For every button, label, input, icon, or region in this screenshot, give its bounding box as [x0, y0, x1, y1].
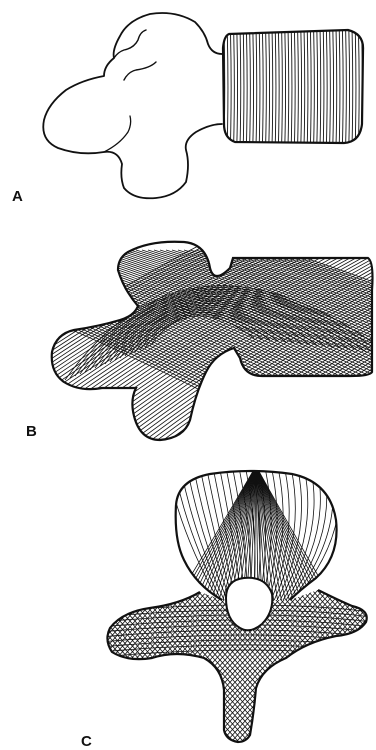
trabecula-line	[320, 560, 376, 749]
trabecula-line	[266, 28, 267, 146]
trabecula-line	[255, 560, 376, 749]
trabecula-line	[256, 28, 257, 146]
trabecula-line	[295, 560, 376, 749]
panel-a-spinous-notch	[104, 116, 131, 152]
trabecula-line	[325, 560, 376, 749]
panel-b-trabecular-systems	[0, 242, 376, 450]
trabecula-line	[260, 560, 376, 749]
panel-b-trabeculae	[0, 245, 376, 450]
trabecula-line	[320, 28, 321, 146]
trabecula-line	[285, 560, 376, 749]
trabecula-line	[285, 28, 286, 146]
trabecula-line	[280, 560, 376, 749]
trabecula-line	[304, 28, 305, 146]
trabecula-line	[310, 560, 376, 749]
trabecula-line	[269, 28, 270, 146]
trabecula-line	[330, 560, 376, 749]
trabecula-line	[5, 560, 185, 749]
trabecula-line	[285, 560, 376, 749]
trabecula-line	[315, 560, 376, 749]
trabecula-line	[349, 28, 350, 146]
trabecula-line	[317, 28, 318, 146]
trabecula-line	[259, 28, 260, 146]
trabecula-line	[326, 28, 327, 146]
trabecula-line	[342, 28, 343, 146]
trabecula-line	[339, 28, 340, 146]
trabecula-line	[275, 28, 276, 146]
trabecula-line	[314, 28, 315, 146]
panel-label-c: C	[81, 733, 92, 750]
trabecula-line	[0, 560, 175, 749]
trabecula-line	[323, 28, 324, 146]
trabecula-line	[301, 28, 302, 146]
trabecula-line	[330, 28, 331, 146]
trabecula-line	[0, 560, 180, 749]
trabecula-line	[0, 245, 206, 450]
trabecula-line	[200, 560, 376, 749]
trabecula-line	[336, 28, 337, 146]
trabecula-line	[0, 560, 130, 749]
trabecula-line	[100, 645, 372, 652]
trabecula-line	[5, 560, 185, 749]
trabecula-line	[278, 28, 279, 146]
trabecula-line	[282, 28, 283, 146]
trabecula-line	[300, 560, 376, 749]
trabecula-line	[310, 28, 311, 146]
panel-label-b: B	[26, 423, 37, 440]
trabecula-line	[346, 28, 347, 146]
trabecula-line	[291, 28, 292, 146]
trabecula-line	[0, 560, 175, 749]
trabecula-line	[288, 28, 289, 146]
panel-a-posterior-arch-outline	[43, 13, 222, 198]
trabecula-line	[227, 28, 228, 146]
panel-label-a: A	[12, 188, 23, 205]
panel-c-superior-view	[0, 466, 376, 749]
trabecula-line	[0, 560, 180, 749]
trabecula-line	[240, 28, 241, 146]
trabecula-line	[246, 28, 247, 146]
trabecula-line	[250, 28, 251, 146]
trabecula-line	[272, 28, 273, 146]
trabecula-line	[255, 560, 376, 749]
trabecula-line	[280, 560, 376, 749]
trabecula-line	[355, 28, 356, 146]
panel-a-lateral-vertebra	[43, 13, 363, 198]
trabecula-line	[100, 640, 372, 647]
trabecula-line	[294, 28, 295, 146]
trabecula-line	[200, 560, 376, 749]
trabecula-line	[0, 245, 302, 450]
trabecula-line	[237, 28, 238, 146]
trabecula-line	[234, 28, 235, 146]
trabecula-line	[253, 28, 254, 146]
trabecula-line	[300, 560, 376, 749]
trabecula-line	[305, 560, 376, 749]
trabecula-line	[102, 245, 376, 450]
trabecula-line	[265, 560, 376, 749]
trabecula-line	[295, 560, 376, 749]
trabecula-line	[298, 28, 299, 146]
trabecula-line	[265, 560, 376, 749]
panel-a-body-trabeculae	[224, 28, 362, 146]
trabecula-line	[243, 28, 244, 146]
panel-a-articular-process-line	[114, 30, 156, 80]
trabecula-line	[0, 560, 145, 749]
trabecula-line	[307, 28, 308, 146]
trabecula-line	[358, 28, 359, 146]
trabecula-line	[260, 560, 376, 749]
panel-c-vertebral-foramen	[226, 578, 272, 630]
trabecula-line	[230, 28, 231, 146]
trabecula-line	[262, 28, 263, 146]
trabecula-line	[333, 28, 334, 146]
trabecula-line	[352, 28, 353, 146]
